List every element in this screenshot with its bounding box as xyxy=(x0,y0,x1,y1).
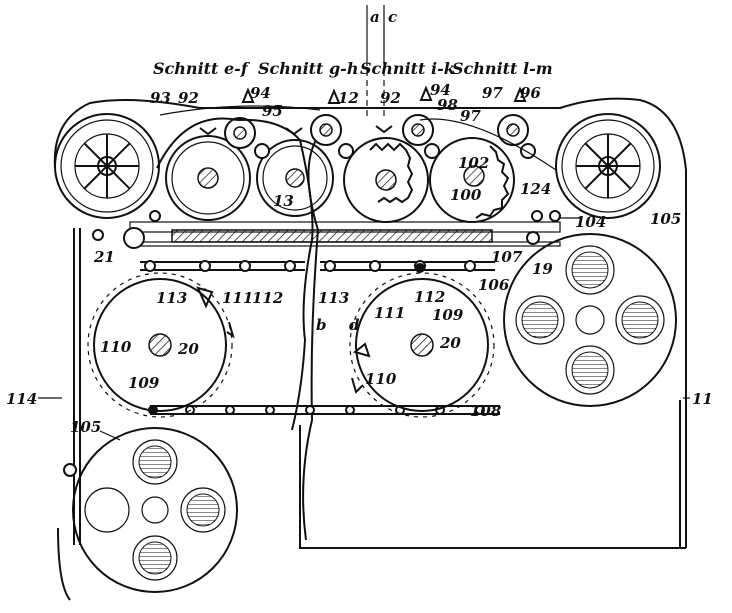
numeral: 104 xyxy=(575,213,606,231)
numeral: 111 xyxy=(222,289,253,307)
numeral: 92 xyxy=(178,89,199,107)
marker-a: a xyxy=(370,8,380,26)
section-label-ik: Schnitt i-k xyxy=(360,59,455,78)
marker-d: d xyxy=(349,316,360,334)
marker-c: c xyxy=(388,8,397,26)
reel-right xyxy=(503,233,677,407)
numeral: 105 xyxy=(650,210,681,228)
numeral: 95 xyxy=(262,102,283,120)
numeral: 92 xyxy=(380,89,401,107)
numeral: 19 xyxy=(532,260,553,278)
numeral: 105 xyxy=(70,418,101,436)
section-label-ef: Schnitt e-f xyxy=(153,59,251,78)
machine-frame xyxy=(53,97,687,601)
section-label-lm: Schnitt l-m xyxy=(452,59,553,78)
numeral: 97 xyxy=(482,84,503,102)
numeral: 100 xyxy=(450,186,482,204)
numeral: 109 xyxy=(128,374,160,392)
numeral: 12 xyxy=(338,89,359,107)
numeral: 21 xyxy=(93,248,115,266)
numeral: 112 xyxy=(414,288,445,306)
numeral: 98 xyxy=(437,96,458,114)
leader-lines xyxy=(38,217,690,441)
numeral: 110 xyxy=(365,370,397,388)
numeral: 113 xyxy=(156,289,187,307)
base-plate xyxy=(92,210,561,249)
numeral: 108 xyxy=(470,402,502,420)
numeral: 102 xyxy=(458,154,489,172)
numeral: 107 xyxy=(491,248,523,266)
numeral: 124 xyxy=(520,180,551,198)
numeral: 111 xyxy=(374,304,405,322)
numeral: 109 xyxy=(432,306,464,324)
sprocket-wheel-left xyxy=(87,272,235,418)
numeral: 97 xyxy=(460,107,481,125)
numeral: 13 xyxy=(273,192,294,210)
numeral: 94 xyxy=(250,84,271,102)
numeral: 112 xyxy=(252,289,283,307)
section-label-gh: Schnitt g-h xyxy=(258,59,358,78)
section-line-markers xyxy=(366,5,385,120)
numeral: 110 xyxy=(100,338,132,356)
numeral: 11 xyxy=(692,390,713,408)
numeral: 93 xyxy=(150,89,171,107)
reference-numerals: 93 92 94 95 12 92 94 98 97 97 96 13 102 … xyxy=(6,81,713,436)
top-guide-rollers xyxy=(199,85,536,159)
numeral: 106 xyxy=(478,276,510,294)
numeral: 96 xyxy=(520,84,541,102)
upper-drums xyxy=(165,135,515,223)
spool-right xyxy=(555,113,661,219)
film-path xyxy=(156,105,557,541)
reel-left xyxy=(63,427,238,593)
numeral: 20 xyxy=(177,340,199,358)
spool-left xyxy=(54,113,160,219)
numeral: 113 xyxy=(318,289,349,307)
numeral: 94 xyxy=(430,81,451,99)
numeral: 114 xyxy=(6,390,37,408)
marker-b: b xyxy=(316,316,327,334)
numeral: 20 xyxy=(439,334,461,352)
sprocket-wheel-right xyxy=(349,263,495,418)
